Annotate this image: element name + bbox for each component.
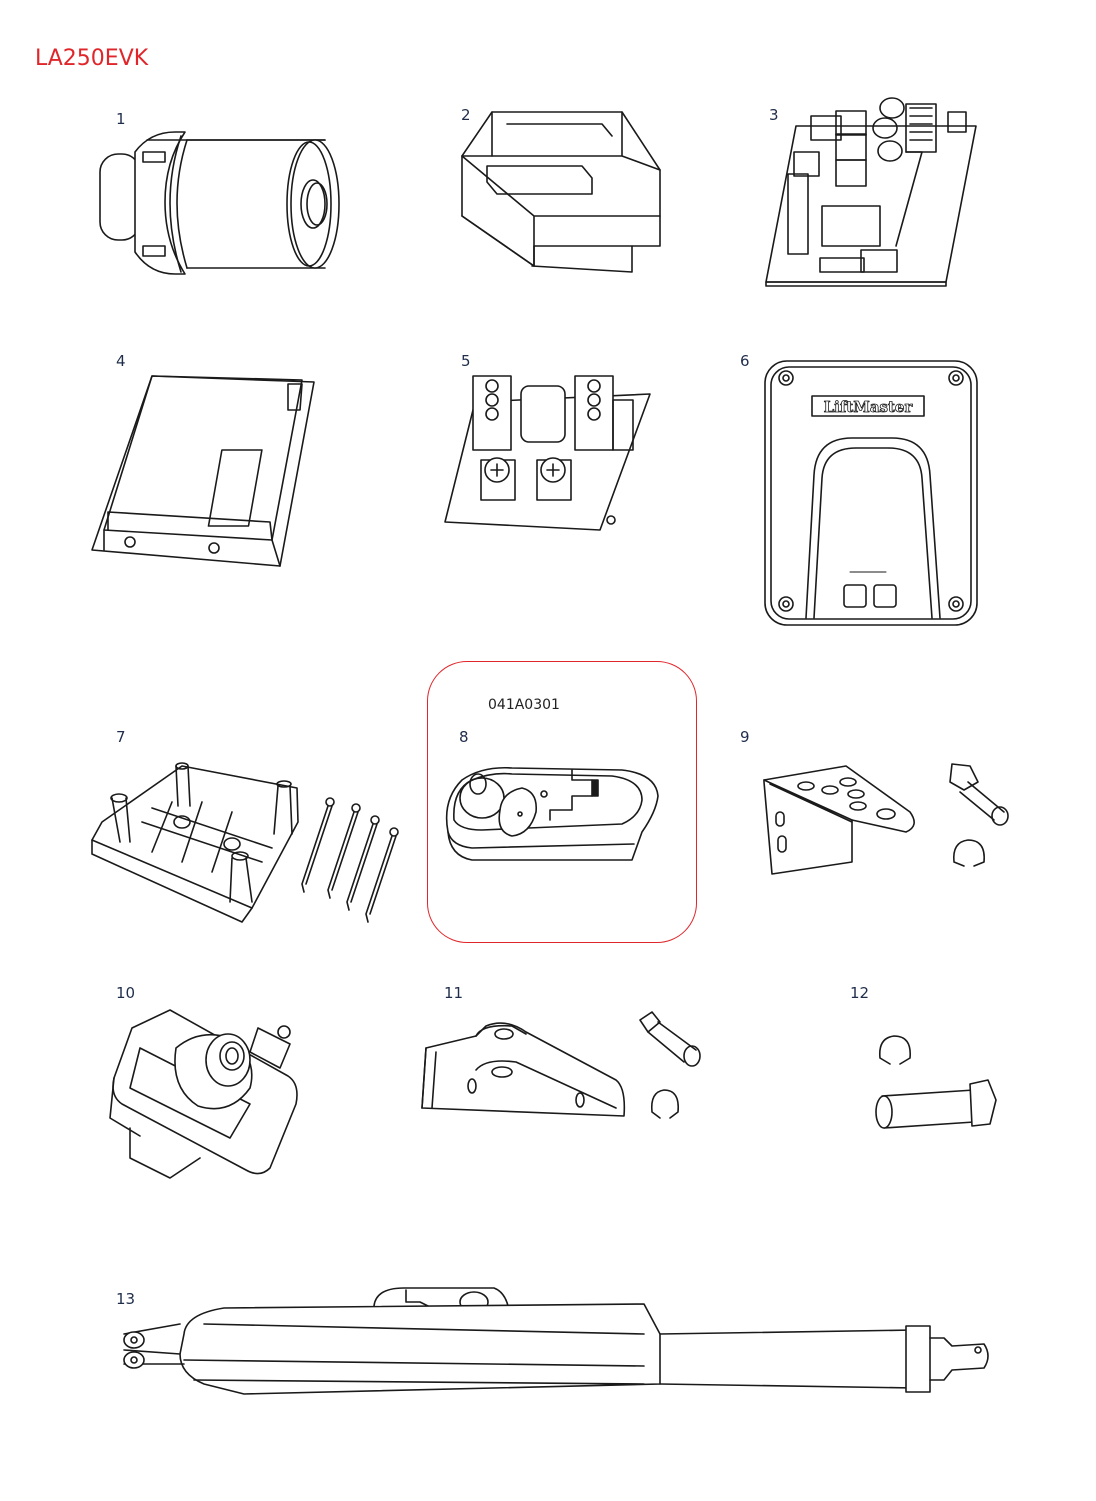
part-4-receiver-module-illustration xyxy=(91,370,322,570)
part-number-label: 11 xyxy=(444,984,464,1002)
part-number-label: 3 xyxy=(769,106,779,124)
part-number-label: 6 xyxy=(740,352,750,370)
part-number-label: 5 xyxy=(461,352,471,370)
part-13-linear-actuator-illustration xyxy=(123,1284,992,1408)
part-number-label: 1 xyxy=(116,110,126,128)
part-2-transformer-illustration xyxy=(461,106,662,278)
part-1-motor-illustration xyxy=(95,122,340,282)
part-number-label: 12 xyxy=(850,984,870,1002)
part-6-control-box-cover-illustration: LiftMaster xyxy=(764,360,978,626)
liftmaster-logo: LiftMaster xyxy=(824,398,914,416)
document-title: LA250EVK xyxy=(35,46,149,71)
part-10-cable-gland-plate-illustration xyxy=(109,1008,302,1179)
part-5-terminal-board-illustration xyxy=(444,372,655,532)
part-9-rear-bracket-illustration xyxy=(756,762,1020,886)
part-8-manual-release-lock-illustration xyxy=(442,760,664,864)
part-number-label: 8 xyxy=(459,728,469,746)
part-number-label: 4 xyxy=(116,352,126,370)
highlight-box-part-8 xyxy=(427,661,697,943)
part-number-label: 10 xyxy=(116,984,136,1002)
part-number-code: 041A0301 xyxy=(488,697,560,713)
part-7-mounting-base-illustration xyxy=(91,762,402,926)
part-number-label: 9 xyxy=(740,728,750,746)
part-number-label: 2 xyxy=(461,106,471,124)
part-number-label: 7 xyxy=(116,728,126,746)
part-3-control-board-illustration xyxy=(765,96,981,288)
part-number-label: 13 xyxy=(116,1290,136,1308)
part-12-pin-and-clip-illustration xyxy=(870,1028,1000,1132)
part-11-front-bracket-illustration xyxy=(416,1008,706,1128)
